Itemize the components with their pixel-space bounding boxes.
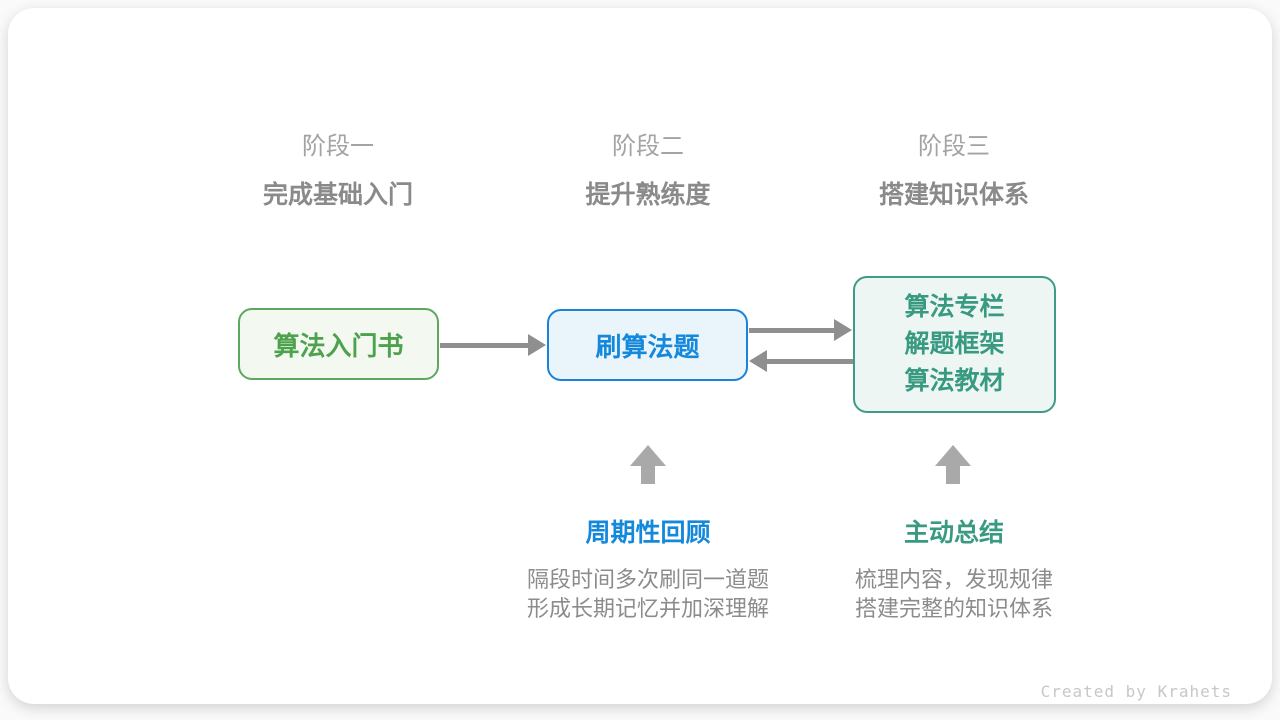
annotation-periodic-review-desc: 隔段时间多次刷同一道题 形成长期记忆并加深理解 (488, 565, 808, 623)
annotation-periodic-review-title: 周期性回顾 (585, 519, 711, 547)
node-knowledge-resources: 算法专栏 解题框架 算法教材 (853, 276, 1056, 413)
annotation-active-summary-title: 主动总结 (903, 519, 1004, 547)
node-practice-problems-label: 刷算法题 (595, 331, 700, 362)
arrow-left-icon (749, 350, 767, 372)
arrow-up-stem (946, 465, 960, 484)
stage-2-label: 阶段二 (612, 133, 684, 160)
stage-1-title: 完成基础入门 (262, 181, 413, 209)
arrow-up-icon (935, 445, 971, 466)
arrow-intro-to-practice-line (440, 343, 530, 348)
arrow-up-icon (630, 445, 666, 466)
node-resources-line-3: 算法教材 (904, 367, 1005, 395)
annotation-active-summary-desc: 梳理内容，发现规律 搭建完整的知识体系 (794, 565, 1114, 623)
stage-2-header: 阶段二 提升熟练度 (488, 131, 808, 211)
annotation-active-summary-desc-line-2: 搭建完整的知识体系 (854, 596, 1053, 621)
annotation-active-summary-desc-line-1: 梳理内容，发现规律 (854, 567, 1053, 592)
node-intro-book: 算法入门书 (238, 308, 439, 380)
arrow-practice-to-resources-line (749, 328, 836, 333)
node-resources-line-2: 解题框架 (904, 330, 1005, 358)
arrow-up-stem (641, 465, 655, 484)
stage-3-header: 阶段三 搭建知识体系 (794, 131, 1114, 211)
arrow-right-icon (834, 319, 852, 341)
diagram-card: 阶段一 完成基础入门 阶段二 提升熟练度 阶段三 搭建知识体系 算法入门书 刷算… (8, 8, 1272, 704)
arrow-resources-to-practice-line (766, 359, 853, 364)
stage-1-header: 阶段一 完成基础入门 (178, 131, 498, 211)
stage-1-label: 阶段一 (302, 133, 374, 160)
node-intro-book-label: 算法入门书 (273, 330, 404, 361)
node-practice-problems: 刷算法题 (547, 309, 748, 381)
stage-3-title: 搭建知识体系 (878, 181, 1029, 209)
node-resources-line-1: 算法专栏 (904, 293, 1005, 321)
stage-2-title: 提升熟练度 (585, 181, 711, 209)
annotation-periodic-review-desc-line-1: 隔段时间多次刷同一道题 (526, 567, 769, 592)
annotation-periodic-review-desc-line-2: 形成长期记忆并加深理解 (526, 596, 769, 621)
arrow-right-icon (528, 334, 546, 356)
credit-text: Created by Krahets (1040, 682, 1232, 701)
stage-3-label: 阶段三 (918, 133, 990, 160)
